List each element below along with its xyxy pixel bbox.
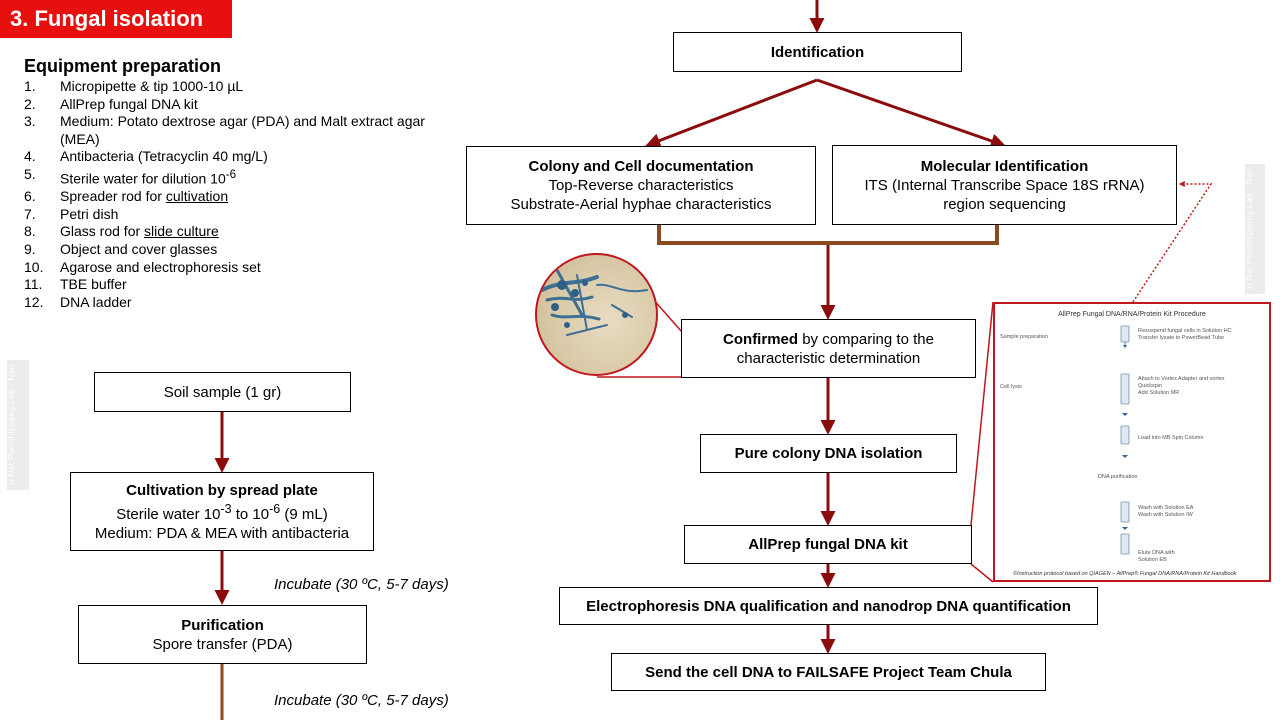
equipment-item: 7.Petri dish bbox=[24, 205, 119, 222]
equipment-item: 10.Agarose and electrophoresis set bbox=[24, 258, 261, 275]
box-pure-colony: Pure colony DNA isolation bbox=[700, 434, 957, 473]
protocol-callout-bottom bbox=[970, 563, 994, 583]
equipment-item: 12.DNA ladder bbox=[24, 293, 132, 310]
protocol-step3: Load into MB Spin Column bbox=[1138, 435, 1204, 441]
box-confirmed: Confirmed by comparing to the characteri… bbox=[681, 319, 976, 378]
protocol-callout-top bbox=[970, 301, 994, 526]
equipment-item: 8.Glass rod for slide culture bbox=[24, 223, 219, 240]
protocol-step5b: Solution EB bbox=[1138, 557, 1167, 563]
equipment-list: 1.Micropipette & tip 1000-10 µL 2.AllPre… bbox=[24, 78, 454, 311]
protocol-step2b: Quickspin bbox=[1138, 383, 1163, 389]
box-soil-sample: Soil sample (1 gr) bbox=[94, 372, 351, 412]
link-slide-culture[interactable]: slide culture bbox=[144, 223, 219, 240]
equipment-item: 4.Antibacteria (Tetracyclin 40 mg/L) bbox=[24, 148, 268, 165]
protocol-title: AllPrep Fungal DNA/RNA/Protein Kit Proce… bbox=[1058, 311, 1206, 318]
equipment-item: 9.Object and cover glasses bbox=[24, 241, 218, 257]
equipment-item: 1.Micropipette & tip 1000-10 µL bbox=[24, 78, 244, 94]
box-allprep-kit: AllPrep fungal DNA kit bbox=[684, 525, 972, 564]
protocol-step1a: Resuspend fungal cells in Solution HC bbox=[1138, 328, 1232, 334]
box-molecular-identification: Molecular Identification ITS (Internal T… bbox=[832, 145, 1177, 225]
protocol-figure: AllPrep Fungal DNA/RNA/Protein Kit Proce… bbox=[993, 302, 1271, 582]
dotted-link-molecular-protocol bbox=[1132, 181, 1213, 303]
incubate-label-1: Incubate (30 ºC, 5-7 days) bbox=[274, 576, 449, 593]
protocol-step1b: Transfer lysate to PowerBead Tube bbox=[1138, 335, 1225, 341]
equipment-item: 3.Medium: Potato dextrose agar (PDA) and… bbox=[24, 113, 425, 147]
box-cultivation: Cultivation by spread plate Sterile wate… bbox=[70, 472, 374, 551]
equipment-item: 11.TBE buffer bbox=[24, 276, 127, 293]
box-electrophoresis: Electrophoresis DNA qualification and na… bbox=[559, 587, 1098, 625]
protocol-step4b: Wash with Solution IW bbox=[1138, 512, 1193, 518]
equipment-item: 6.Spreader rod for cultivation bbox=[24, 188, 229, 205]
bracket-join bbox=[657, 225, 999, 245]
link-cultivation[interactable]: cultivation bbox=[165, 188, 229, 205]
watermark-right: ©Nat Pornthipjiang Lab - Nan bbox=[1245, 164, 1265, 294]
protocol-sample-prep-label: Sample preparation bbox=[1000, 334, 1049, 340]
micrograph-image bbox=[535, 253, 658, 376]
box-identification: Identification bbox=[673, 32, 962, 72]
protocol-step4a: Wash with Solution EA bbox=[1138, 505, 1194, 511]
protocol-cell-lysis-label: Cell lysis bbox=[1000, 384, 1022, 390]
incubate-label-2: Incubate (30 ºC, 5-7 days) bbox=[274, 692, 449, 709]
box-send-dna: Send the cell DNA to FAILSAFE Project Te… bbox=[611, 653, 1046, 691]
arrow-ident-to-colony bbox=[645, 78, 818, 148]
protocol-step5a: Elute DNA with bbox=[1138, 550, 1175, 556]
equipment-heading: Equipment preparation bbox=[24, 56, 222, 76]
slide-title: 3. Fungal isolation bbox=[0, 0, 232, 38]
protocol-dna-purification-label: DNA purification bbox=[1098, 474, 1138, 480]
equipment-item: 5.Sterile water for dilution 10-6 bbox=[24, 165, 237, 187]
watermark-left: ©Nat Pornthipjiang Lab - Nan bbox=[7, 360, 29, 490]
box-colony-documentation: Colony and Cell documentation Top-Revers… bbox=[466, 146, 816, 225]
cultivation-line1: Sterile water 10-3 to 10-6 (9 mL) bbox=[116, 501, 328, 523]
protocol-step2c: Add Solution MR bbox=[1138, 390, 1180, 396]
box-purification: Purification Spore transfer (PDA) bbox=[78, 605, 367, 664]
protocol-tubes-icon bbox=[1120, 325, 1130, 555]
protocol-step2a: Attach to Vortex Adapter and vortex bbox=[1138, 376, 1225, 382]
arrow-ident-to-molecular bbox=[816, 78, 1006, 149]
protocol-footnote: ©Instruction protocol based on QIAGEN – … bbox=[1013, 571, 1237, 577]
equipment-item: 2.AllPrep fungal DNA kit bbox=[24, 95, 198, 112]
